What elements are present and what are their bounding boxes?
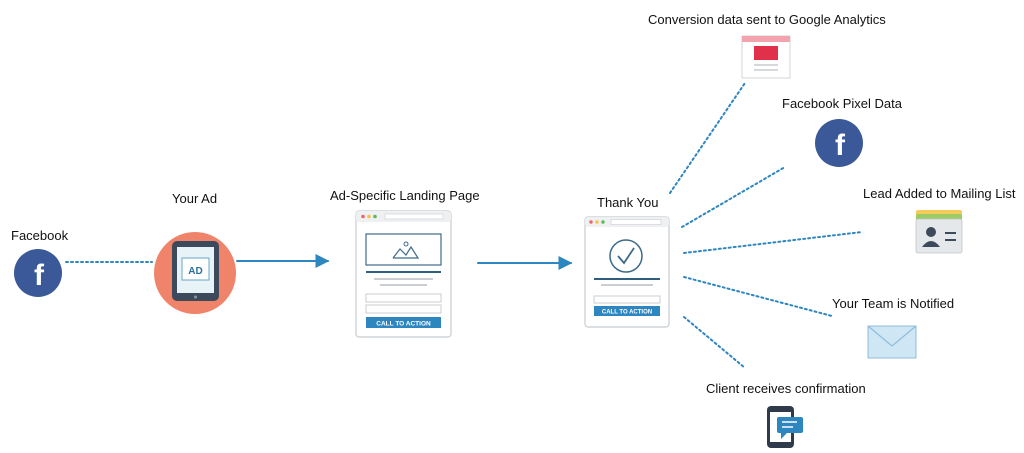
pixel-facebook-icon: f: [815, 119, 863, 167]
contact-card-icon: [915, 210, 963, 254]
label-client-confirmation: Client receives confirmation: [706, 381, 866, 396]
ad-tablet-icon: AD: [154, 232, 236, 314]
image-icon: [365, 233, 442, 266]
label-facebook: Facebook: [11, 228, 69, 243]
envelope-icon: [867, 325, 917, 359]
label-your-ad: Your Ad: [172, 191, 218, 206]
svg-text:f: f: [835, 129, 846, 162]
facebook-icon: f: [14, 249, 62, 297]
checkmark-icon: [609, 239, 643, 273]
label-mailing-list: Lead Added to Mailing List: [863, 186, 1016, 201]
label-team-notified: Your Team is Notified: [832, 296, 955, 311]
connector-thankyou-team: [683, 276, 833, 317]
connectors: [65, 82, 863, 369]
connector-thankyou-mailing: [683, 231, 863, 254]
label-google-analytics: Conversion data sent to Google Analytics: [648, 12, 886, 27]
landing-page-card: CALL TO ACTION: [355, 210, 452, 338]
phone-chat-icon: [767, 406, 803, 448]
landing-cta-label: CALL TO ACTION: [376, 321, 431, 328]
label-pixel-data: Facebook Pixel Data: [782, 96, 902, 111]
label-thank-you: Thank You: [597, 195, 659, 210]
svg-text:f: f: [34, 259, 45, 292]
analytics-icon: [741, 35, 791, 79]
label-landing-page: Ad-Specific Landing Page: [330, 188, 480, 203]
landing-cta-button: [366, 317, 441, 328]
thankyou-cta-button: [594, 306, 660, 316]
thankyou-cta-label: CALL TO ACTION: [602, 310, 652, 316]
connector-thankyou-analytics: [669, 82, 746, 194]
connector-thankyou-pixel: [681, 166, 786, 228]
ad-badge: AD: [188, 266, 202, 277]
connector-thankyou-client: [683, 316, 746, 369]
thank-you-card: CALL TO ACTION: [584, 216, 670, 328]
